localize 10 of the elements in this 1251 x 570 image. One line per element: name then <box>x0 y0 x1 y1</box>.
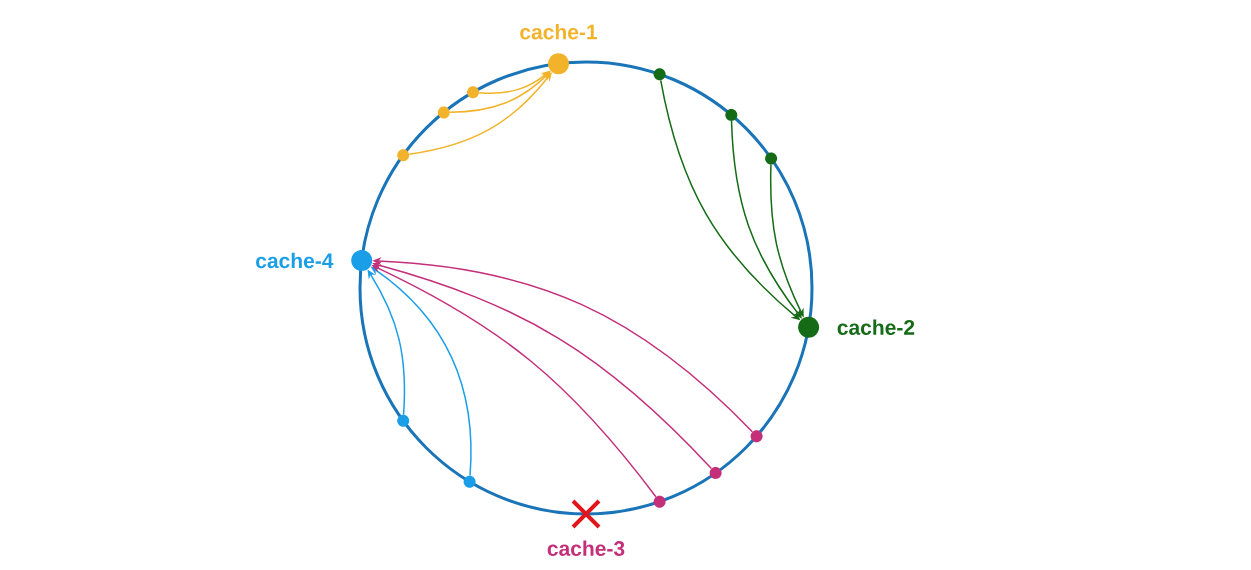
node-label: cache-2 <box>837 319 915 335</box>
arrow <box>408 72 552 155</box>
cache-node: cache-1 <box>520 24 597 75</box>
cross-mark: cache-3 <box>547 499 625 556</box>
cache-node: cache-4 <box>256 250 373 271</box>
cache-node: cache-2 <box>798 316 915 338</box>
arrow <box>449 71 551 114</box>
node-label: cache-1 <box>520 24 598 40</box>
node-label: cache-4 <box>256 252 334 269</box>
arrow <box>730 120 802 319</box>
